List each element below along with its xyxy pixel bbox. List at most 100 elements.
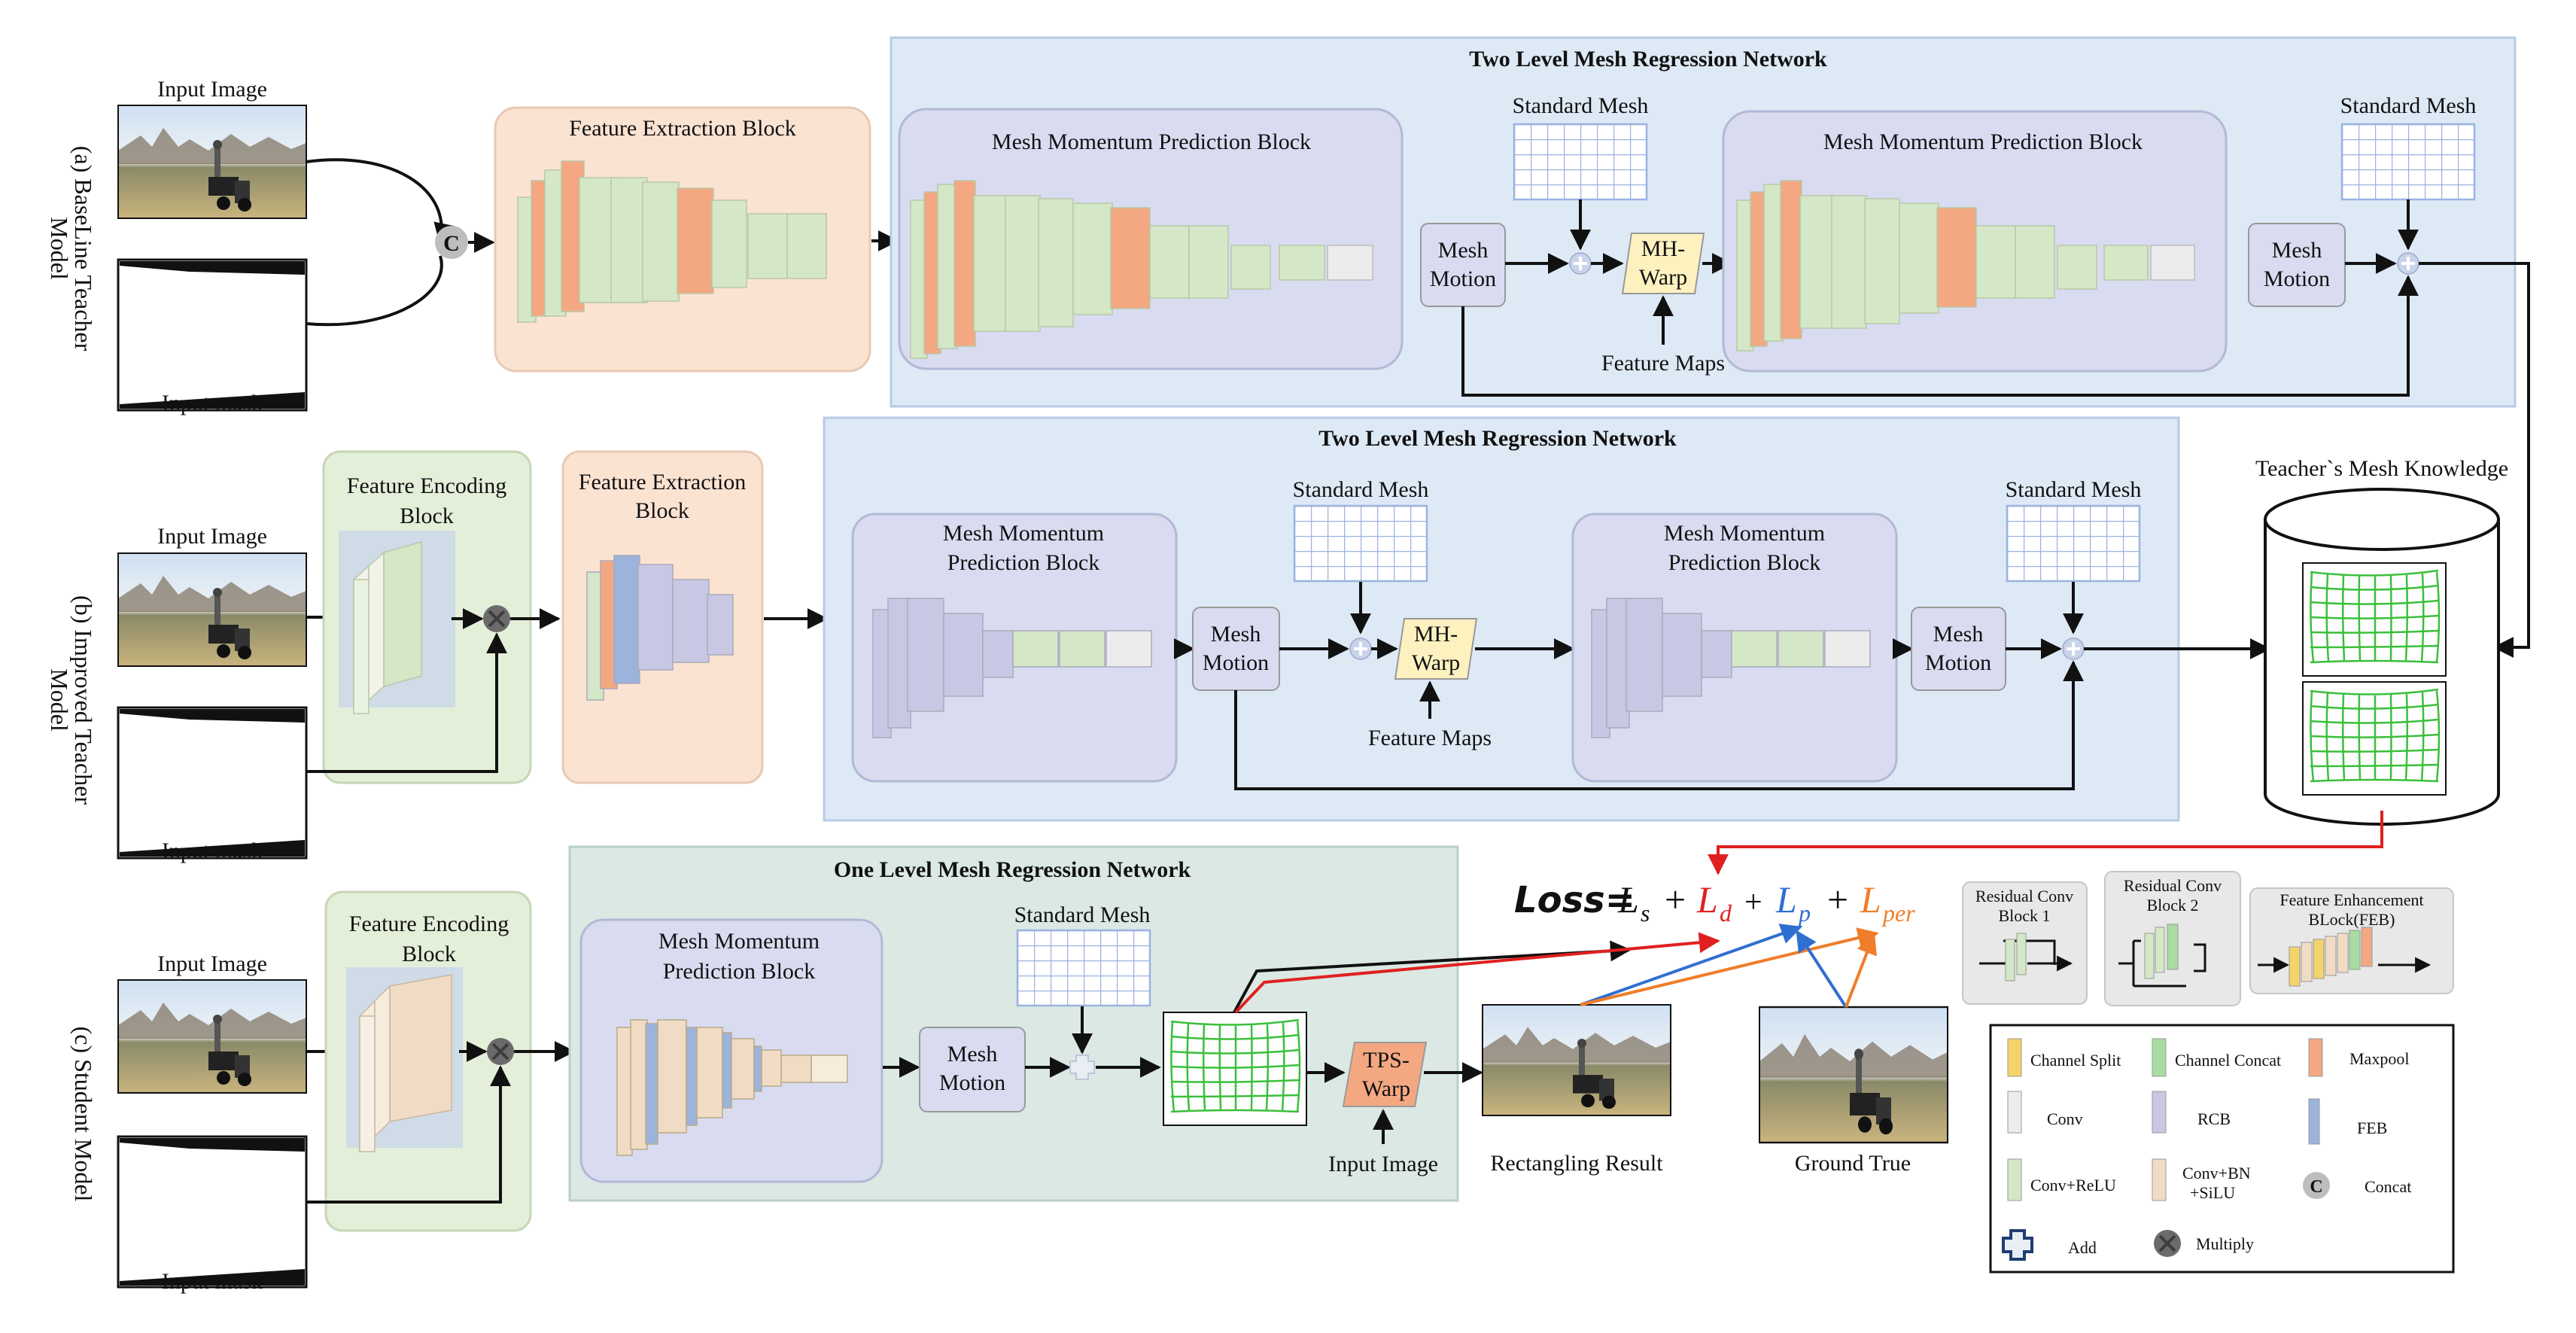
legend-channel-concat: Channel Concat <box>2175 1051 2281 1070</box>
row-c-tps-warp-l2: Warp <box>1362 1076 1410 1101</box>
row-b-mesh-motion-2-l1: Mesh <box>1933 622 1984 647</box>
svg-text:L: L <box>1617 878 1639 921</box>
row-b-label: (b) Improved Teacher <box>70 595 97 805</box>
row-a-mh-warp-l1: MH- <box>1641 236 1685 261</box>
row-c: (c) Student Model Input Image Input mask… <box>70 811 2383 1294</box>
row-c-input-image-label: Input Image <box>157 951 267 976</box>
row-b-mmpb-2-l1: Mesh Momentum <box>1664 521 1825 546</box>
row-a-mh-warp <box>1621 233 1705 294</box>
row-c-add-icon <box>1069 1055 1095 1080</box>
rectangling-result-photo <box>1482 1004 1671 1116</box>
ground-true-label: Ground True <box>1795 1151 1911 1176</box>
legend-conv: Conv <box>2047 1109 2083 1128</box>
row-c-standard-mesh-label: Standard Mesh <box>1014 902 1151 927</box>
row-b-mesh-motion-2-l2: Motion <box>1925 650 1991 675</box>
row-b-multiply-icon <box>482 604 512 634</box>
row-b-mmpb-1-l1: Mesh Momentum <box>943 521 1104 546</box>
row-b-add-icon-2 <box>2061 637 2085 661</box>
row-b-mmpb-1-l2: Prediction Block <box>947 550 1099 575</box>
svg-text:L: L <box>1696 878 1718 921</box>
row-c-tps-warp <box>1342 1042 1428 1107</box>
row-a-input-photo <box>117 105 307 219</box>
feature-extraction-layers <box>517 160 827 323</box>
svg-text:Residual Conv: Residual Conv <box>1975 887 2073 905</box>
row-a: (a) BaseLine Teacher Model Input Image I… <box>46 36 2530 658</box>
row-a-mmpb-2-layers <box>1736 180 2195 352</box>
row-c-multiply-icon <box>485 1036 516 1067</box>
row-c-label: (c) Student Model <box>70 1027 97 1202</box>
row-a-mesh-motion-2 <box>2248 223 2346 307</box>
legend-rcb: RCB <box>2197 1109 2231 1128</box>
row-a-mmpb-1-layers <box>910 180 1373 359</box>
row-a-network-title: Two Level Mesh Regression Network <box>1469 47 1827 72</box>
row-a-add-icon-1 <box>1568 251 1592 275</box>
row-a-input-mask-label: Input mask <box>162 391 263 415</box>
svg-text:BLock(FEB): BLock(FEB) <box>2309 910 2395 929</box>
row-a-mesh-motion-2-l2: Motion <box>2264 266 2330 291</box>
row-b-standard-mesh-1-label: Standard Mesh <box>1293 477 1429 502</box>
row-a-mesh-motion-1 <box>1420 223 1506 307</box>
row-b-network-title: Two Level Mesh Regression Network <box>1318 426 1677 451</box>
row-b-mh-warp <box>1394 618 1478 680</box>
row-a-mh-warp-l2: Warp <box>1639 265 1687 290</box>
svg-text:Block 2: Block 2 <box>2146 896 2198 915</box>
teacher-mesh-2 <box>2301 680 2447 796</box>
row-a-mesh-motion-1-l2: Motion <box>1430 266 1496 291</box>
legend-add-icon <box>2002 1229 2033 1261</box>
row-b-add-icon-1 <box>1349 637 1373 661</box>
row-a-label-line2: Model <box>46 217 73 280</box>
row-c-input-mask-label: Input mask <box>162 1269 263 1294</box>
row-a-standard-mesh-1-label: Standard Mesh <box>1513 93 1649 118</box>
row-b-standard-mesh-2-label: Standard Mesh <box>2006 477 2142 502</box>
row-a-mmpb-1-title: Mesh Momentum Prediction Block <box>992 129 1311 154</box>
row-b-mmpb-2-l2: Prediction Block <box>1668 550 1820 575</box>
row-c-predicted-mesh <box>1162 1011 1308 1127</box>
row-c-tps-warp-l1: TPS- <box>1363 1048 1410 1073</box>
legend-channel-split: Channel Split <box>2030 1051 2121 1070</box>
row-b-mh-warp-l2: Warp <box>1412 650 1460 675</box>
row-b-standard-mesh-2 <box>2006 504 2141 583</box>
row-a-mesh-motion-2-l1: Mesh <box>2272 238 2322 263</box>
row-a-label: (a) BaseLine Teacher <box>70 146 97 352</box>
row-b-mesh-motion-1-l2: Motion <box>1203 650 1269 675</box>
row-c-mesh-motion-l1: Mesh <box>947 1042 998 1067</box>
svg-text:+: + <box>1744 885 1762 920</box>
legend-feb: FEB <box>2357 1118 2387 1137</box>
svg-text:d: d <box>1720 899 1732 927</box>
row-a-standard-mesh-2-label: Standard Mesh <box>2340 93 2477 118</box>
legend-conv-bn-l1: Conv+BN <box>2182 1164 2251 1182</box>
legend-add: Add <box>2068 1238 2097 1257</box>
row-b-feature-maps: Feature Maps <box>1368 726 1492 750</box>
row-a-feature-maps: Feature Maps <box>1601 351 1725 376</box>
row-b-mesh-motion-2 <box>1911 607 2006 691</box>
row-b-feature-extraction-l2: Block <box>635 498 689 523</box>
svg-text:C: C <box>443 231 460 256</box>
row-c-network-title: One Level Mesh Regression Network <box>834 857 1191 882</box>
svg-text:Feature Enhancement: Feature Enhancement <box>2279 890 2423 909</box>
row-b: (b) Improved Teacher Model Input Image I… <box>46 416 2508 863</box>
legend: Channel Split Channel Concat Maxpool Con… <box>1989 1024 2455 1274</box>
legend-concat-icon: C <box>2303 1172 2330 1199</box>
svg-text:L: L <box>1775 878 1797 921</box>
row-b-feature-encoding-l2: Block <box>400 504 454 528</box>
row-a-input-image-label: Input Image <box>157 77 267 102</box>
row-b-feature-extraction-l1: Feature Extraction <box>579 470 746 495</box>
row-a-standard-mesh-2 <box>2340 123 2476 201</box>
svg-text:L: L <box>1860 878 1881 921</box>
row-b-input-photo <box>117 552 307 667</box>
row-c-standard-mesh <box>1016 929 1151 1007</box>
svg-text:p: p <box>1797 899 1811 927</box>
row-b-mesh-motion-1-l1: Mesh <box>1211 622 1261 647</box>
svg-text:+: + <box>1665 878 1686 921</box>
row-c-mmpb-l1: Mesh Momentum <box>658 929 820 954</box>
teacher-knowledge-label: Teacher`s Mesh Knowledge <box>2255 456 2508 481</box>
legend-conv-bn-l2: +SiLU <box>2190 1183 2235 1202</box>
feature-extraction-title: Feature Extraction Block <box>569 116 796 141</box>
legend-conv-relu: Conv+ReLU <box>2030 1176 2116 1195</box>
block-definitions: Residual Conv Block 1 Residual Conv Bloc… <box>1962 871 2454 1006</box>
row-b-input-mask <box>117 706 308 860</box>
row-b-input-mask-label: Input mask <box>162 838 263 863</box>
row-b-feature-encoding-l1: Feature Encoding <box>347 473 506 498</box>
concat-icon: C <box>435 226 468 259</box>
